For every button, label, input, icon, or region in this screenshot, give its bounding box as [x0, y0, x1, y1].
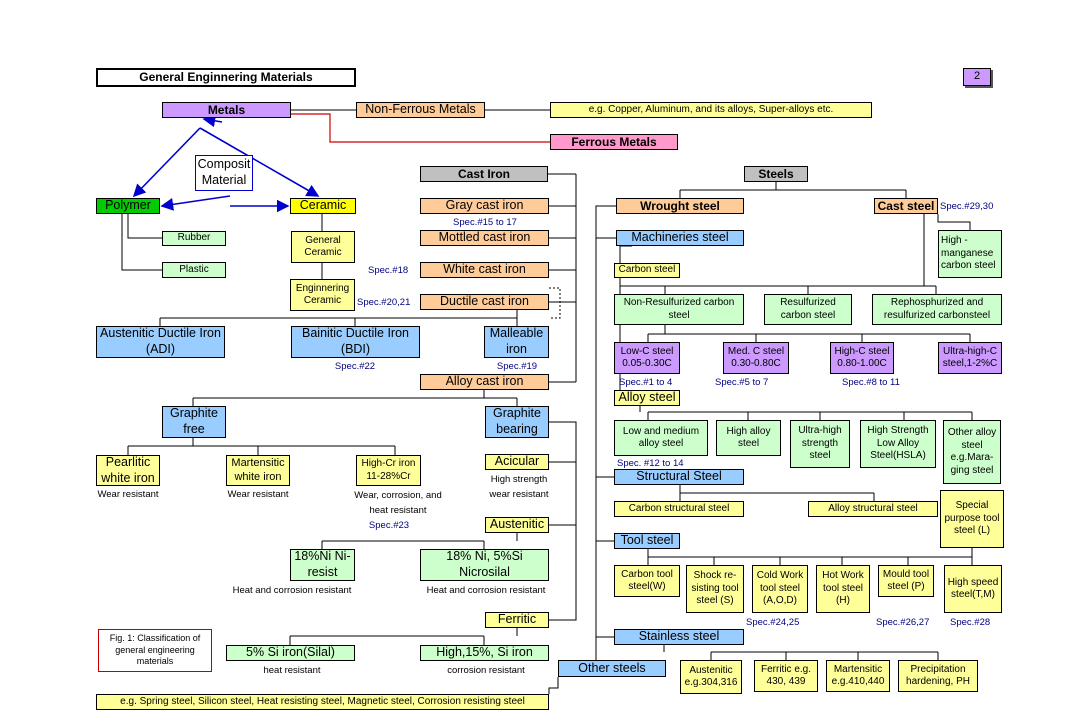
node-alloy-steel: Alloy steel	[614, 390, 680, 406]
spec-26-27: Spec.#26,27	[876, 617, 930, 628]
node-carbon-structural: Carbon structural steel	[614, 501, 744, 517]
spec-15-17: Spec.#15 to 17	[453, 217, 517, 228]
node-ni-resist: 18%Ni Ni-resist	[290, 549, 355, 581]
node-acicular: Acicular	[485, 454, 549, 470]
node-steels: Steels	[744, 166, 808, 182]
node-non-ferrous-examples: e.g. Copper, Aluminum, and its alloys, S…	[550, 102, 872, 118]
node-nicrosilal: 18% Ni, 5%Si Nicrosilal	[420, 549, 549, 581]
node-uhs: Ultra-high strength steel	[790, 420, 850, 468]
node-alloy-structural: Alloy structural steel	[808, 501, 938, 517]
node-alloy-cast-iron: Alloy cast iron	[420, 374, 549, 390]
note-corrosion-resistant: corrosion resistant	[447, 665, 525, 676]
spec-18: Spec.#18	[368, 265, 409, 276]
spec-20-21: Spec.#20,21	[357, 297, 411, 308]
spec-12-14: Spec. #12 to 14	[617, 458, 684, 469]
page-title: General Enginnering Materials	[96, 68, 356, 87]
node-stainless-steel: Stainless steel	[614, 629, 744, 645]
node-cast-iron: Cast Iron	[420, 166, 548, 182]
node-high-alloy: High alloy steel	[716, 420, 781, 456]
node-pearlitic: Pearlitic white iron	[96, 455, 160, 486]
node-ceramic: Ceramic	[290, 198, 356, 214]
node-polymer: Polymer	[96, 198, 160, 214]
node-high-speed: High speed steel(T,M)	[944, 565, 1002, 613]
node-general-ceramic: General Ceramic	[291, 231, 355, 263]
spec-22: Spec.#22	[334, 361, 376, 372]
node-machineries-steel: Machineries steel	[616, 230, 744, 246]
node-hot-work: Hot Work tool steel (H)	[816, 565, 870, 613]
node-austenitic-ss: Austenitic e.g.304,316	[680, 660, 742, 694]
node-low-medium-alloy: Low and medium alloy steel	[614, 420, 708, 456]
node-carbon-steel: Carbon steel	[614, 263, 680, 278]
node-austenitic-ci: Austenitic	[485, 517, 549, 533]
note-heat-corrosion-2: Heat and corrosion resistant	[426, 585, 546, 596]
node-ferritic-ss: Ferritic e.g. 430, 439	[754, 660, 818, 692]
node-carbon-tool: Carbon tool steel(W)	[614, 565, 680, 597]
node-ductile-cast-iron: Ductile cast iron	[420, 294, 549, 310]
spec-28: Spec.#28	[950, 617, 991, 628]
spec-1-4: Spec.#1 to 4	[619, 377, 673, 388]
note-heat-resistant: heat resistant	[263, 665, 321, 676]
node-resulfurized: Resulfurized carbon steel	[764, 294, 852, 325]
node-ferrous: Ferrous Metals	[550, 134, 678, 150]
node-non-ferrous: Non-Ferrous Metals	[356, 102, 485, 118]
note-acicular: High strength wear resistant	[489, 474, 549, 500]
note-heat-corrosion-1: Heat and corrosion resistant	[232, 585, 352, 596]
spec-8-11: Spec.#8 to 11	[842, 377, 900, 388]
node-engineering-ceramic: Enginnering Ceramic	[290, 279, 355, 311]
node-cast-steel: Cast steel	[874, 198, 938, 214]
node-other-alloy: Other alloy steel e.g.Mara-ging steel	[943, 420, 1001, 484]
node-composite: Composit Material	[195, 155, 253, 191]
node-adi: Austenitic Ductile Iron (ADI)	[96, 326, 225, 358]
note-wear-resistant-2: Wear resistant	[227, 489, 289, 500]
node-shock-resisting: Shock re-sisting tool steel (S)	[686, 565, 744, 613]
node-structural-steel: Structural Steel	[614, 469, 744, 485]
note-wear-resistant-1: Wear resistant	[97, 489, 159, 500]
node-silal: 5% Si iron(Silal)	[226, 645, 355, 661]
node-ultra-high-c: Ultra-high-C steel,1-2%C	[938, 342, 1002, 374]
node-high-mn: High - manganese carbon steel	[938, 230, 1002, 278]
node-rubber: Rubber	[162, 231, 226, 246]
node-non-resulfurized: Non-Resulfurized carbon steel	[614, 294, 744, 325]
node-high-c: High-C steel 0.80-1.00C	[830, 342, 894, 374]
node-high-cr-iron: High-Cr iron 11-28%Cr	[356, 455, 421, 486]
node-other-steels-examples: e.g. Spring steel, Silicon steel, Heat r…	[96, 694, 549, 710]
node-malleable-iron: Malleable iron	[484, 326, 549, 358]
note-high-cr: Wear, corrosion, and heat resistant	[354, 490, 442, 516]
spec-29-30: Spec.#29,30	[940, 201, 994, 212]
node-other-steels: Other steels	[558, 660, 666, 677]
node-graphite-bearing: Graphite bearing	[485, 406, 549, 438]
node-rephosphurized: Rephosphurized and resulfurized carbonst…	[872, 294, 1002, 325]
node-hsla: High Strength Low Alloy Steel(HSLA)	[860, 420, 936, 468]
node-gray-cast-iron: Gray cast iron	[420, 198, 549, 214]
node-mould-tool: Mould tool steel (P)	[878, 565, 934, 597]
node-med-c: Med. C steel 0.30-0.80C	[723, 342, 789, 374]
node-white-cast-iron: White cast iron	[420, 262, 549, 278]
node-precipitation: Precipitation hardening, PH	[898, 660, 978, 692]
node-wrought-steel: Wrought steel	[616, 198, 744, 214]
spec-19: Spec.#19	[496, 361, 538, 372]
node-tool-steel: Tool steel	[614, 533, 680, 549]
node-low-c: Low-C steel 0.05-0.30C	[614, 342, 680, 374]
node-cold-work: Cold Work tool steel (A,O,D)	[752, 565, 808, 613]
node-graphite-free: Graphite free	[162, 406, 226, 438]
node-high-si-iron: High,15%, Si iron	[420, 645, 549, 661]
node-bdi: Bainitic Ductile Iron (BDI)	[291, 326, 420, 358]
spec-23: Spec.#23	[368, 520, 410, 531]
node-martensitic-ss: Martensitic e.g.410,440	[826, 660, 890, 692]
spec-24-25: Spec.#24,25	[746, 617, 800, 628]
page-number: 2	[963, 68, 991, 86]
node-metals: Metals	[162, 102, 291, 118]
node-mottled-cast-iron: Mottled cast iron	[420, 230, 549, 246]
node-ferritic: Ferritic	[485, 612, 549, 628]
node-plastic: Plastic	[162, 262, 226, 278]
spec-5-7: Spec.#5 to 7	[715, 377, 769, 388]
figure-caption: Fig. 1: Classification of general engine…	[98, 629, 212, 672]
node-special-purpose: Special purpose tool steel (L)	[940, 490, 1004, 548]
node-martensitic-white: Martensitic white iron	[226, 455, 290, 486]
